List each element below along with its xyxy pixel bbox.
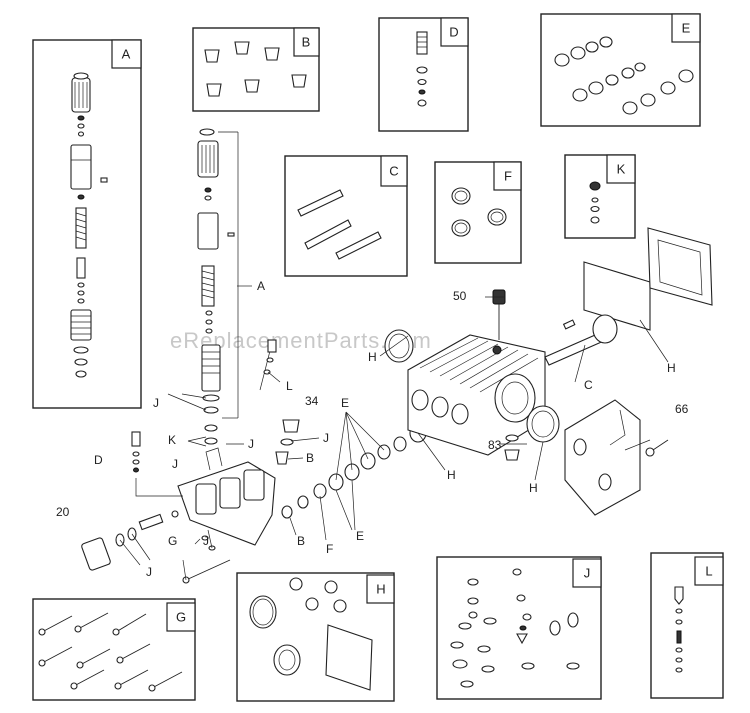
- kit-box-k: K: [564, 154, 636, 239]
- callout-h2: H: [368, 350, 377, 364]
- kit-label-h: H: [376, 582, 385, 597]
- callout-83: 83: [488, 438, 502, 452]
- kit-label-j: J: [584, 566, 591, 581]
- kit-a-parts: [70, 72, 108, 378]
- kit-c-parts: [297, 189, 382, 260]
- callout-20: 20: [56, 505, 70, 519]
- kit-f-parts: [451, 187, 507, 237]
- kit-label-c: C: [389, 164, 398, 179]
- kit-label-l: L: [705, 564, 712, 579]
- callout-66: 66: [675, 402, 689, 416]
- main-assembly: [81, 128, 713, 584]
- kit-box-e: E: [540, 13, 701, 127]
- callout-a: A: [257, 279, 265, 293]
- kit-label-e: E: [682, 21, 691, 36]
- kit-b-parts: [204, 41, 307, 97]
- kit-box-j: J: [436, 556, 602, 700]
- callout-j3: J: [323, 431, 329, 445]
- kit-label-a: A: [122, 47, 131, 62]
- kit-box-h: H: [236, 572, 395, 702]
- callout-h3: H: [667, 361, 676, 375]
- kit-label-f: F: [504, 169, 512, 184]
- callout-l: L: [286, 379, 293, 393]
- kit-box-l: L: [650, 552, 724, 699]
- callout-h1: H: [447, 468, 456, 482]
- kit-l-parts: [674, 586, 684, 673]
- callout-b1: B: [306, 451, 314, 465]
- callout-34: 34: [305, 394, 319, 408]
- kit-box-d: D: [378, 17, 469, 132]
- callout-e2: E: [356, 529, 364, 543]
- kit-box-f: F: [434, 161, 522, 264]
- kit-j-parts: [450, 568, 580, 688]
- kit-label-b: B: [302, 35, 311, 50]
- kit-h-parts: [249, 577, 373, 691]
- kit-box-a: A: [32, 39, 142, 409]
- callout-h4: H: [529, 481, 538, 495]
- callout-k: K: [168, 433, 176, 447]
- callout-g: G: [168, 534, 177, 548]
- callout-f: F: [326, 542, 333, 556]
- callout-b2: B: [297, 534, 305, 548]
- callout-50: 50: [453, 289, 467, 303]
- kit-d-parts: [416, 31, 428, 107]
- callout-d: D: [94, 453, 103, 467]
- callout-e1: E: [341, 396, 349, 410]
- kit-label-g: G: [176, 610, 186, 625]
- callout-j6: J: [146, 565, 152, 579]
- kit-g-parts: [38, 612, 183, 692]
- callout-j4: J: [172, 457, 178, 471]
- kit-box-b: B: [192, 27, 320, 112]
- callout-j5: J: [203, 534, 209, 548]
- kit-e-parts: [554, 36, 694, 115]
- kit-box-c: C: [284, 155, 408, 277]
- callout-c: C: [584, 378, 593, 392]
- kit-label-d: D: [449, 25, 458, 40]
- kit-label-k: K: [617, 162, 626, 177]
- kit-k-parts: [589, 181, 601, 224]
- callout-j1: J: [153, 396, 159, 410]
- callout-j2: J: [248, 437, 254, 451]
- kit-box-g: G: [32, 598, 196, 701]
- callout-labels: A L J K J 34 J B E H 50 H H C 66 83 H D …: [56, 279, 689, 579]
